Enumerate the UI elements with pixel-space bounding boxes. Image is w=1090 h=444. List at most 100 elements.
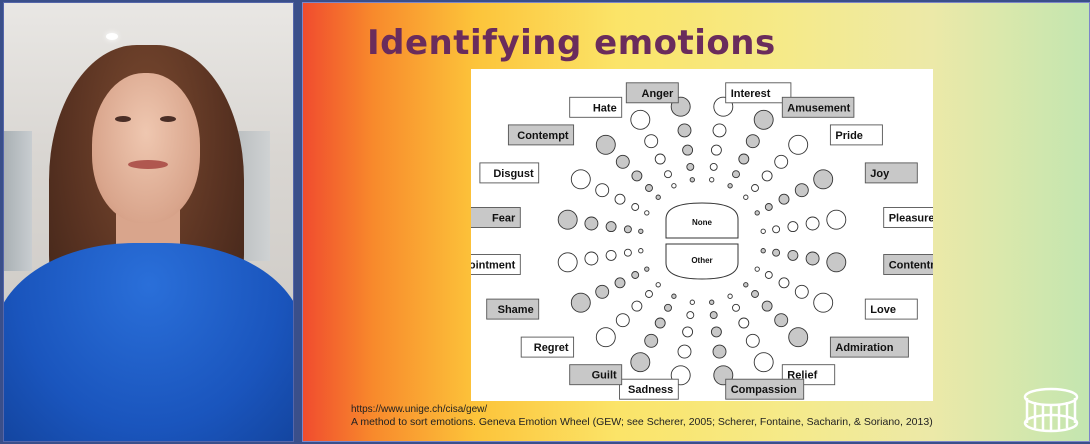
intensity-circle[interactable]: [614, 277, 626, 289]
emotion-label-box[interactable]: [479, 162, 540, 184]
intensity-circle[interactable]: [645, 290, 653, 298]
intensity-circle[interactable]: [631, 203, 640, 211]
emotion-label-box[interactable]: [569, 96, 623, 118]
emotion-label-box[interactable]: [520, 336, 575, 358]
intensity-circle[interactable]: [709, 299, 715, 305]
emotion-label-box[interactable]: [883, 207, 933, 228]
intensity-circle[interactable]: [595, 284, 610, 299]
intensity-circle[interactable]: [745, 134, 760, 149]
intensity-circle[interactable]: [774, 313, 789, 328]
intensity-circle[interactable]: [638, 248, 644, 254]
intensity-circle[interactable]: [738, 153, 750, 165]
intensity-circle[interactable]: [557, 252, 578, 273]
intensity-circle[interactable]: [584, 251, 599, 266]
intensity-circle[interactable]: [743, 282, 749, 288]
intensity-circle[interactable]: [595, 327, 616, 348]
intensity-circle[interactable]: [623, 225, 632, 234]
intensity-circle[interactable]: [570, 292, 591, 313]
intensity-circle[interactable]: [772, 225, 781, 234]
center-none-area[interactable]: [665, 202, 739, 239]
intensity-circle[interactable]: [805, 251, 820, 266]
intensity-circle[interactable]: [760, 248, 766, 254]
center-other-area[interactable]: [665, 243, 739, 280]
intensity-circle[interactable]: [753, 109, 774, 130]
intensity-circle[interactable]: [712, 344, 727, 359]
intensity-circle[interactable]: [778, 277, 790, 289]
intensity-circle[interactable]: [778, 193, 790, 205]
intensity-circle[interactable]: [788, 134, 809, 155]
intensity-circle[interactable]: [826, 252, 847, 273]
intensity-circle[interactable]: [745, 333, 760, 348]
intensity-circle[interactable]: [689, 299, 695, 305]
intensity-circle[interactable]: [605, 249, 617, 261]
emotion-label-box[interactable]: [883, 254, 933, 275]
intensity-circle[interactable]: [732, 170, 740, 179]
intensity-circle[interactable]: [631, 300, 643, 312]
intensity-circle[interactable]: [654, 153, 666, 165]
emotion-label-box[interactable]: [829, 124, 883, 146]
intensity-circle[interactable]: [764, 271, 773, 279]
intensity-circle[interactable]: [644, 134, 659, 149]
intensity-circle[interactable]: [644, 266, 650, 272]
intensity-circle[interactable]: [614, 193, 626, 205]
intensity-circle[interactable]: [754, 210, 760, 216]
intensity-circle[interactable]: [772, 248, 781, 257]
intensity-circle[interactable]: [630, 109, 651, 130]
intensity-circle[interactable]: [754, 266, 760, 272]
intensity-circle[interactable]: [686, 311, 695, 320]
intensity-circle[interactable]: [761, 170, 773, 182]
intensity-circle[interactable]: [774, 154, 789, 169]
intensity-circle[interactable]: [664, 170, 672, 179]
intensity-circle[interactable]: [826, 209, 847, 230]
intensity-circle[interactable]: [727, 293, 733, 299]
intensity-circle[interactable]: [751, 290, 759, 298]
intensity-circle[interactable]: [710, 144, 722, 156]
intensity-circle[interactable]: [813, 292, 834, 313]
intensity-circle[interactable]: [709, 311, 718, 320]
intensity-circle[interactable]: [732, 303, 740, 312]
intensity-circle[interactable]: [760, 228, 766, 234]
intensity-circle[interactable]: [605, 221, 617, 233]
intensity-circle[interactable]: [595, 183, 610, 198]
intensity-circle[interactable]: [788, 327, 809, 348]
intensity-circle[interactable]: [655, 282, 661, 288]
intensity-circle[interactable]: [644, 210, 650, 216]
emotion-label-box[interactable]: [725, 378, 805, 400]
intensity-circle[interactable]: [794, 284, 809, 299]
emotion-label-box[interactable]: [864, 162, 918, 184]
emotion-label-box[interactable]: [619, 378, 679, 400]
intensity-circle[interactable]: [615, 154, 630, 169]
emotion-label-box[interactable]: [625, 82, 679, 104]
intensity-circle[interactable]: [584, 216, 599, 231]
emotion-label-box[interactable]: [471, 207, 521, 228]
intensity-circle[interactable]: [595, 134, 616, 155]
intensity-circle[interactable]: [677, 123, 692, 138]
intensity-circle[interactable]: [671, 183, 677, 189]
intensity-circle[interactable]: [671, 293, 677, 299]
intensity-circle[interactable]: [794, 183, 809, 198]
intensity-circle[interactable]: [638, 228, 644, 234]
intensity-circle[interactable]: [787, 249, 799, 261]
intensity-circle[interactable]: [631, 271, 640, 279]
intensity-circle[interactable]: [630, 352, 651, 373]
intensity-circle[interactable]: [710, 326, 722, 338]
intensity-circle[interactable]: [709, 162, 718, 171]
intensity-circle[interactable]: [631, 170, 643, 182]
intensity-circle[interactable]: [644, 333, 659, 348]
intensity-circle[interactable]: [615, 313, 630, 328]
emotion-label-box[interactable]: [507, 124, 575, 146]
emotion-label-box[interactable]: [864, 298, 918, 320]
intensity-circle[interactable]: [682, 144, 694, 156]
intensity-circle[interactable]: [727, 183, 733, 189]
intensity-circle[interactable]: [813, 169, 834, 190]
intensity-circle[interactable]: [753, 352, 774, 373]
intensity-circle[interactable]: [764, 203, 773, 211]
emotion-label-box[interactable]: [725, 82, 792, 104]
intensity-circle[interactable]: [751, 184, 759, 192]
intensity-circle[interactable]: [761, 300, 773, 312]
intensity-circle[interactable]: [682, 326, 694, 338]
emotion-label-box[interactable]: [471, 254, 521, 275]
emotion-label-box[interactable]: [569, 364, 623, 386]
emotion-label-box[interactable]: [781, 96, 855, 118]
emotion-label-box[interactable]: [829, 336, 909, 358]
